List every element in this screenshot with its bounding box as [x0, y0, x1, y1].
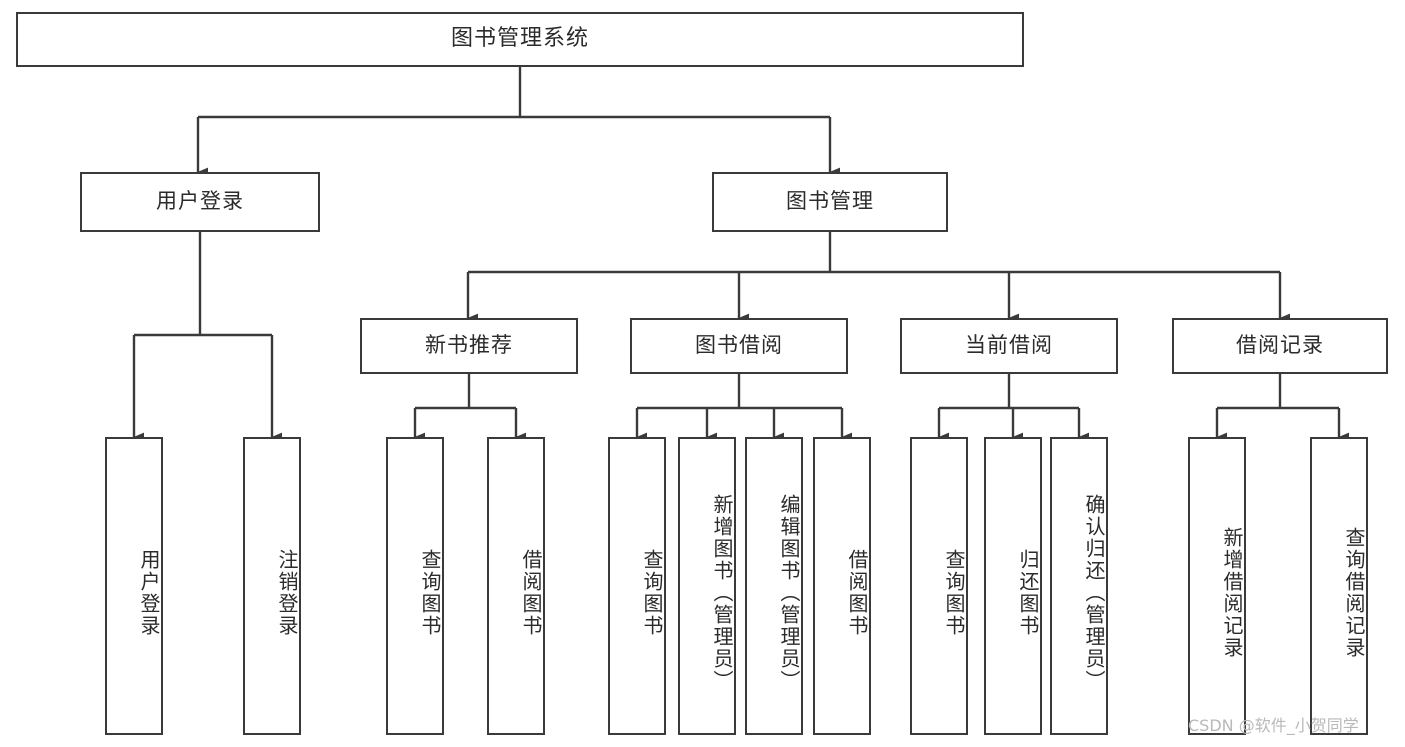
- node-label: 当前借阅: [965, 333, 1053, 358]
- node-label: 借阅图书: [519, 549, 543, 637]
- node-root[interactable]: 图书管理系统: [16, 12, 1024, 67]
- node-new-book-recommend[interactable]: 新书推荐: [360, 318, 578, 374]
- node-leaf-query-record[interactable]: 查询借阅记录: [1310, 437, 1368, 735]
- csdn-watermark: CSDN @软件_小贺同学: [1188, 716, 1359, 735]
- node-leaf-add-record[interactable]: 新增借阅记录: [1188, 437, 1246, 735]
- node-label: 图书借阅: [695, 333, 783, 358]
- node-label: 借阅记录: [1236, 333, 1324, 358]
- node-label: 借阅图书: [845, 549, 869, 637]
- edge-group: [132, 67, 1350, 442]
- node-label: 新增借阅记录: [1220, 527, 1244, 659]
- node-book-borrow[interactable]: 图书借阅: [630, 318, 848, 374]
- node-label: 新增图书（管理员）: [710, 494, 734, 692]
- node-leaf-query-book-2[interactable]: 查询图书: [608, 437, 666, 735]
- node-leaf-logout[interactable]: 注销登录: [243, 437, 301, 735]
- node-label: 查询图书: [418, 549, 442, 637]
- node-label: 注销登录: [275, 549, 299, 637]
- node-label: 用户登录: [156, 189, 244, 214]
- node-leaf-user-login[interactable]: 用户登录: [105, 437, 163, 735]
- node-leaf-add-book[interactable]: 新增图书（管理员）: [678, 437, 736, 735]
- node-label: 图书管理系统: [450, 26, 589, 52]
- node-label: 图书管理: [786, 189, 874, 214]
- node-leaf-query-book-1[interactable]: 查询图书: [386, 437, 444, 735]
- node-label: 确认归还（管理员）: [1082, 494, 1106, 692]
- node-label: 新书推荐: [425, 333, 513, 358]
- node-leaf-borrow-book-2[interactable]: 借阅图书: [813, 437, 871, 735]
- node-leaf-return-book[interactable]: 归还图书: [984, 437, 1042, 735]
- node-label: 查询图书: [640, 549, 664, 637]
- node-current-borrow[interactable]: 当前借阅: [900, 318, 1118, 374]
- node-borrow-record[interactable]: 借阅记录: [1172, 318, 1388, 374]
- node-leaf-edit-book[interactable]: 编辑图书（管理员）: [745, 437, 803, 735]
- node-label: 用户登录: [137, 549, 161, 637]
- node-label: 查询借阅记录: [1342, 527, 1366, 659]
- node-label: 编辑图书（管理员）: [777, 494, 801, 692]
- node-leaf-confirm-return[interactable]: 确认归还（管理员）: [1050, 437, 1108, 735]
- node-user-login[interactable]: 用户登录: [80, 172, 320, 232]
- node-book-manage[interactable]: 图书管理: [712, 172, 948, 232]
- node-leaf-query-book-3[interactable]: 查询图书: [910, 437, 968, 735]
- node-leaf-borrow-book-1[interactable]: 借阅图书: [487, 437, 545, 735]
- node-label: 查询图书: [942, 549, 966, 637]
- node-label: 归还图书: [1016, 549, 1040, 637]
